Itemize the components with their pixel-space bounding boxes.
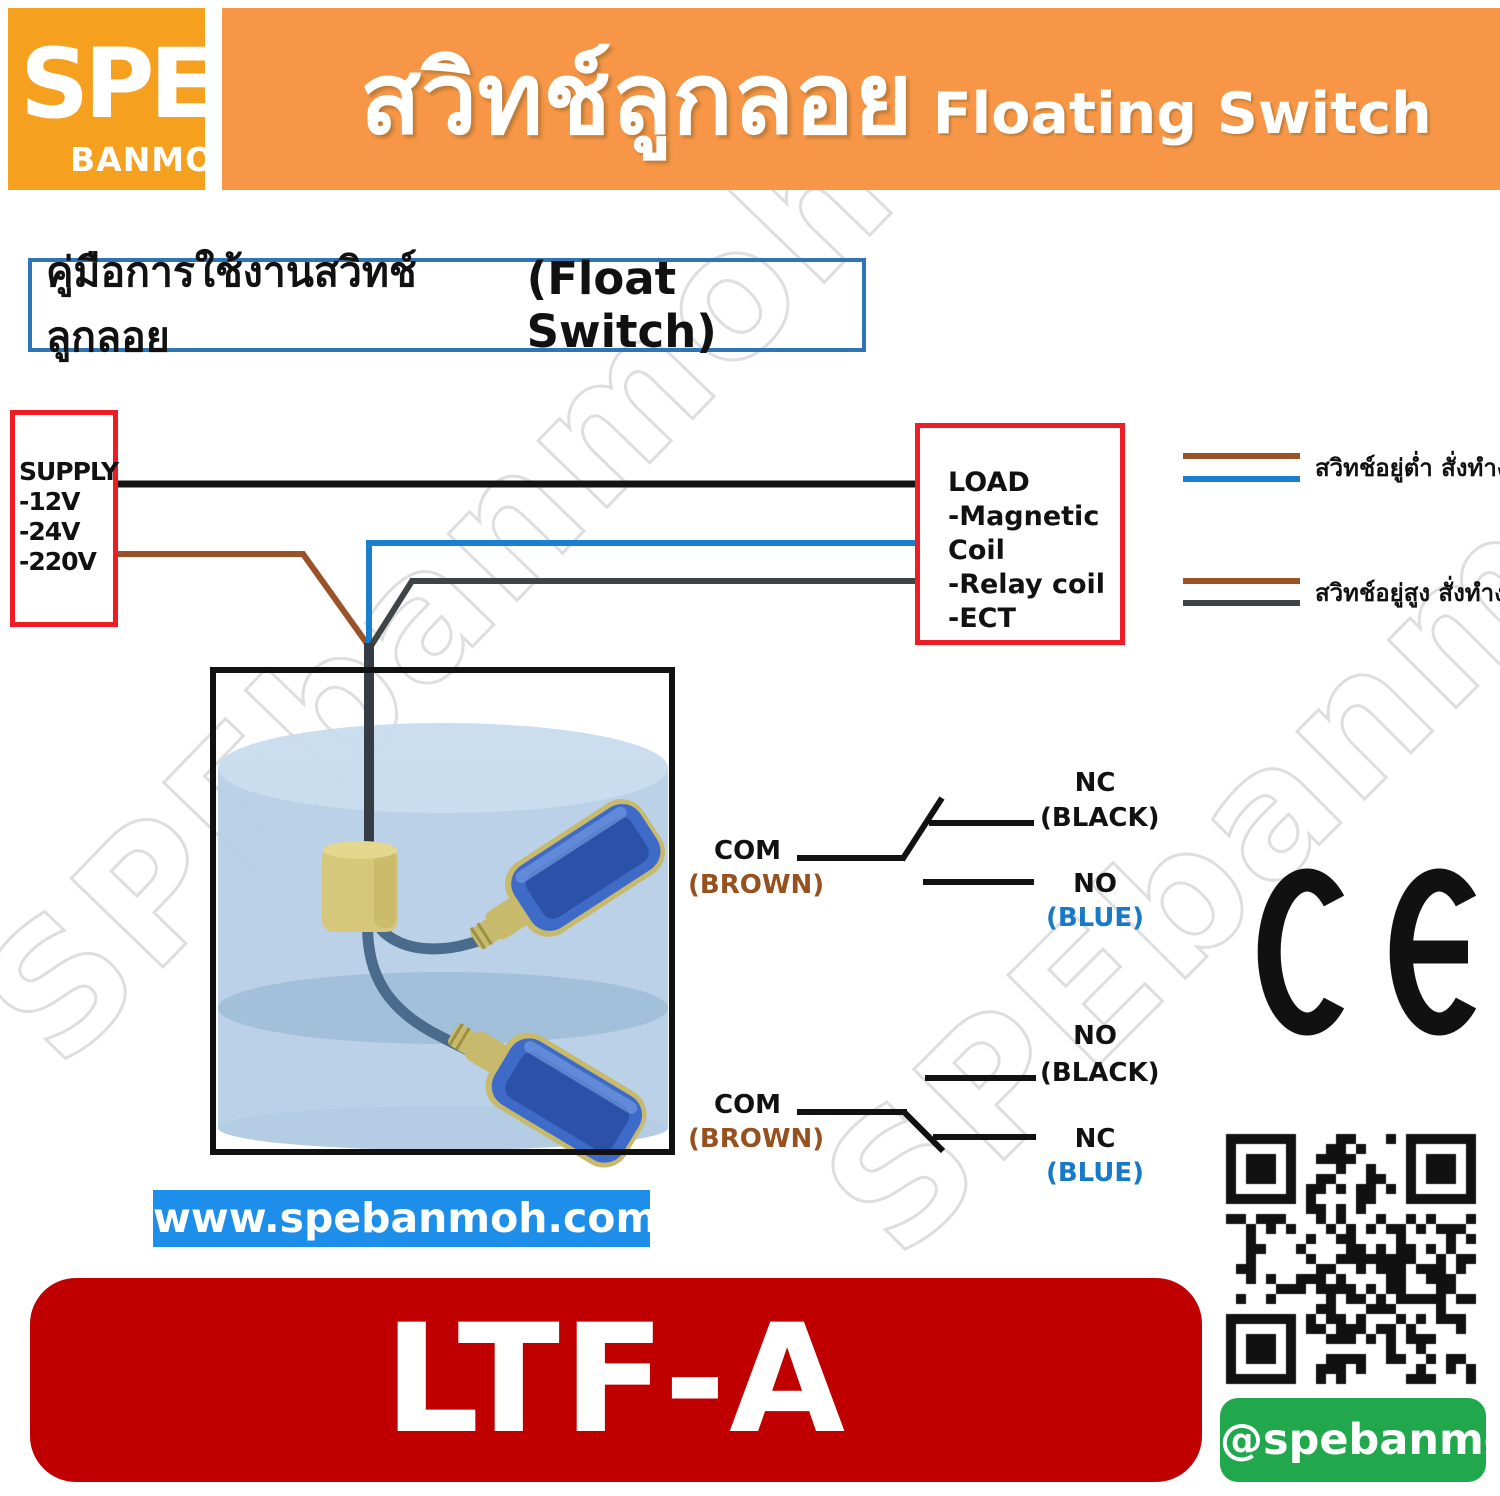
- brand-logo-text: SPE: [20, 28, 215, 140]
- supply-option: -12V: [19, 487, 81, 516]
- bottom-nc-label: NC: [1074, 1124, 1116, 1154]
- top-nc-wire-color: (BLACK): [1040, 803, 1160, 833]
- load-item: -ECT: [948, 603, 1016, 634]
- legend-label-switch-high: สวิทช์อยู่สูง สั่งทำงาน: [1315, 579, 1500, 607]
- float-counterweight: [322, 841, 398, 932]
- bottom-nc-wire-color: (BLUE): [1045, 1158, 1145, 1188]
- load-box: LOAD -Magnetic Coil -Relay coil -ECT: [915, 423, 1125, 645]
- manual-title-en: (Float Switch): [526, 252, 717, 358]
- top-nc-label: NC: [1074, 768, 1116, 798]
- supply-option: -24V: [19, 517, 81, 546]
- model-code-badge: LTF-A: [30, 1278, 1202, 1482]
- load-item: -Magnetic Coil: [948, 501, 1100, 566]
- bottom-com-wire-color: (BROWN): [688, 1124, 825, 1154]
- supply-title: SUPPLY: [19, 457, 119, 486]
- contact-diagram-top: [797, 796, 1034, 885]
- contact-diagram-bottom: [797, 1075, 1036, 1154]
- wire-brown: [118, 551, 371, 647]
- load-item: -Relay coil: [948, 569, 1106, 600]
- load-title: LOAD: [948, 467, 1030, 498]
- top-no-label: NO: [1073, 869, 1117, 899]
- qr-code: [1222, 1130, 1480, 1388]
- header-title-thai: สวิทช์ลูกลอย: [360, 40, 913, 157]
- float-switch-upper: [469, 799, 666, 950]
- social-badge: @spebanmoh: [1220, 1398, 1500, 1482]
- brand-logo-subtext: BANMOH: [70, 140, 243, 179]
- header-title-en: Floating Switch: [932, 81, 1432, 147]
- qr-code-wrap: [1222, 1130, 1480, 1388]
- brand-logo: SPE BANMOH: [8, 8, 242, 190]
- ce-mark-icon: [1257, 868, 1477, 1036]
- top-com-wire-color: (BROWN): [688, 870, 825, 900]
- wire-blue: [366, 540, 915, 648]
- tank-outline: [210, 667, 675, 1155]
- wire-gray: [366, 578, 915, 651]
- manual-title-box: คู่มือการใช้งานสวิทช์ลูกลอย (Float Switc…: [28, 248, 866, 361]
- header-banner: สวิทช์ลูกลอย Floating Switch: [222, 8, 1500, 190]
- bottom-com-label: COM: [714, 1090, 782, 1120]
- top-no-wire-color: (BLUE): [1045, 903, 1145, 933]
- website-banner: www.spebanmoh.com: [153, 1190, 658, 1247]
- float-switch-lower: [448, 1023, 647, 1168]
- top-com-label: COM: [714, 836, 782, 866]
- bottom-no-label: NO: [1073, 1021, 1117, 1051]
- legend-label-switch-low: สวิทช์อยู่ต่ำ สั่งทำงาน: [1315, 454, 1500, 482]
- supply-box: SUPPLY -12V -24V -220V: [10, 410, 119, 627]
- manual-title-thai: คู่มือการใช้งานสวิทช์ลูกลอย: [46, 248, 417, 361]
- bottom-no-wire-color: (BLACK): [1040, 1058, 1160, 1088]
- supply-option: -220V: [19, 547, 97, 576]
